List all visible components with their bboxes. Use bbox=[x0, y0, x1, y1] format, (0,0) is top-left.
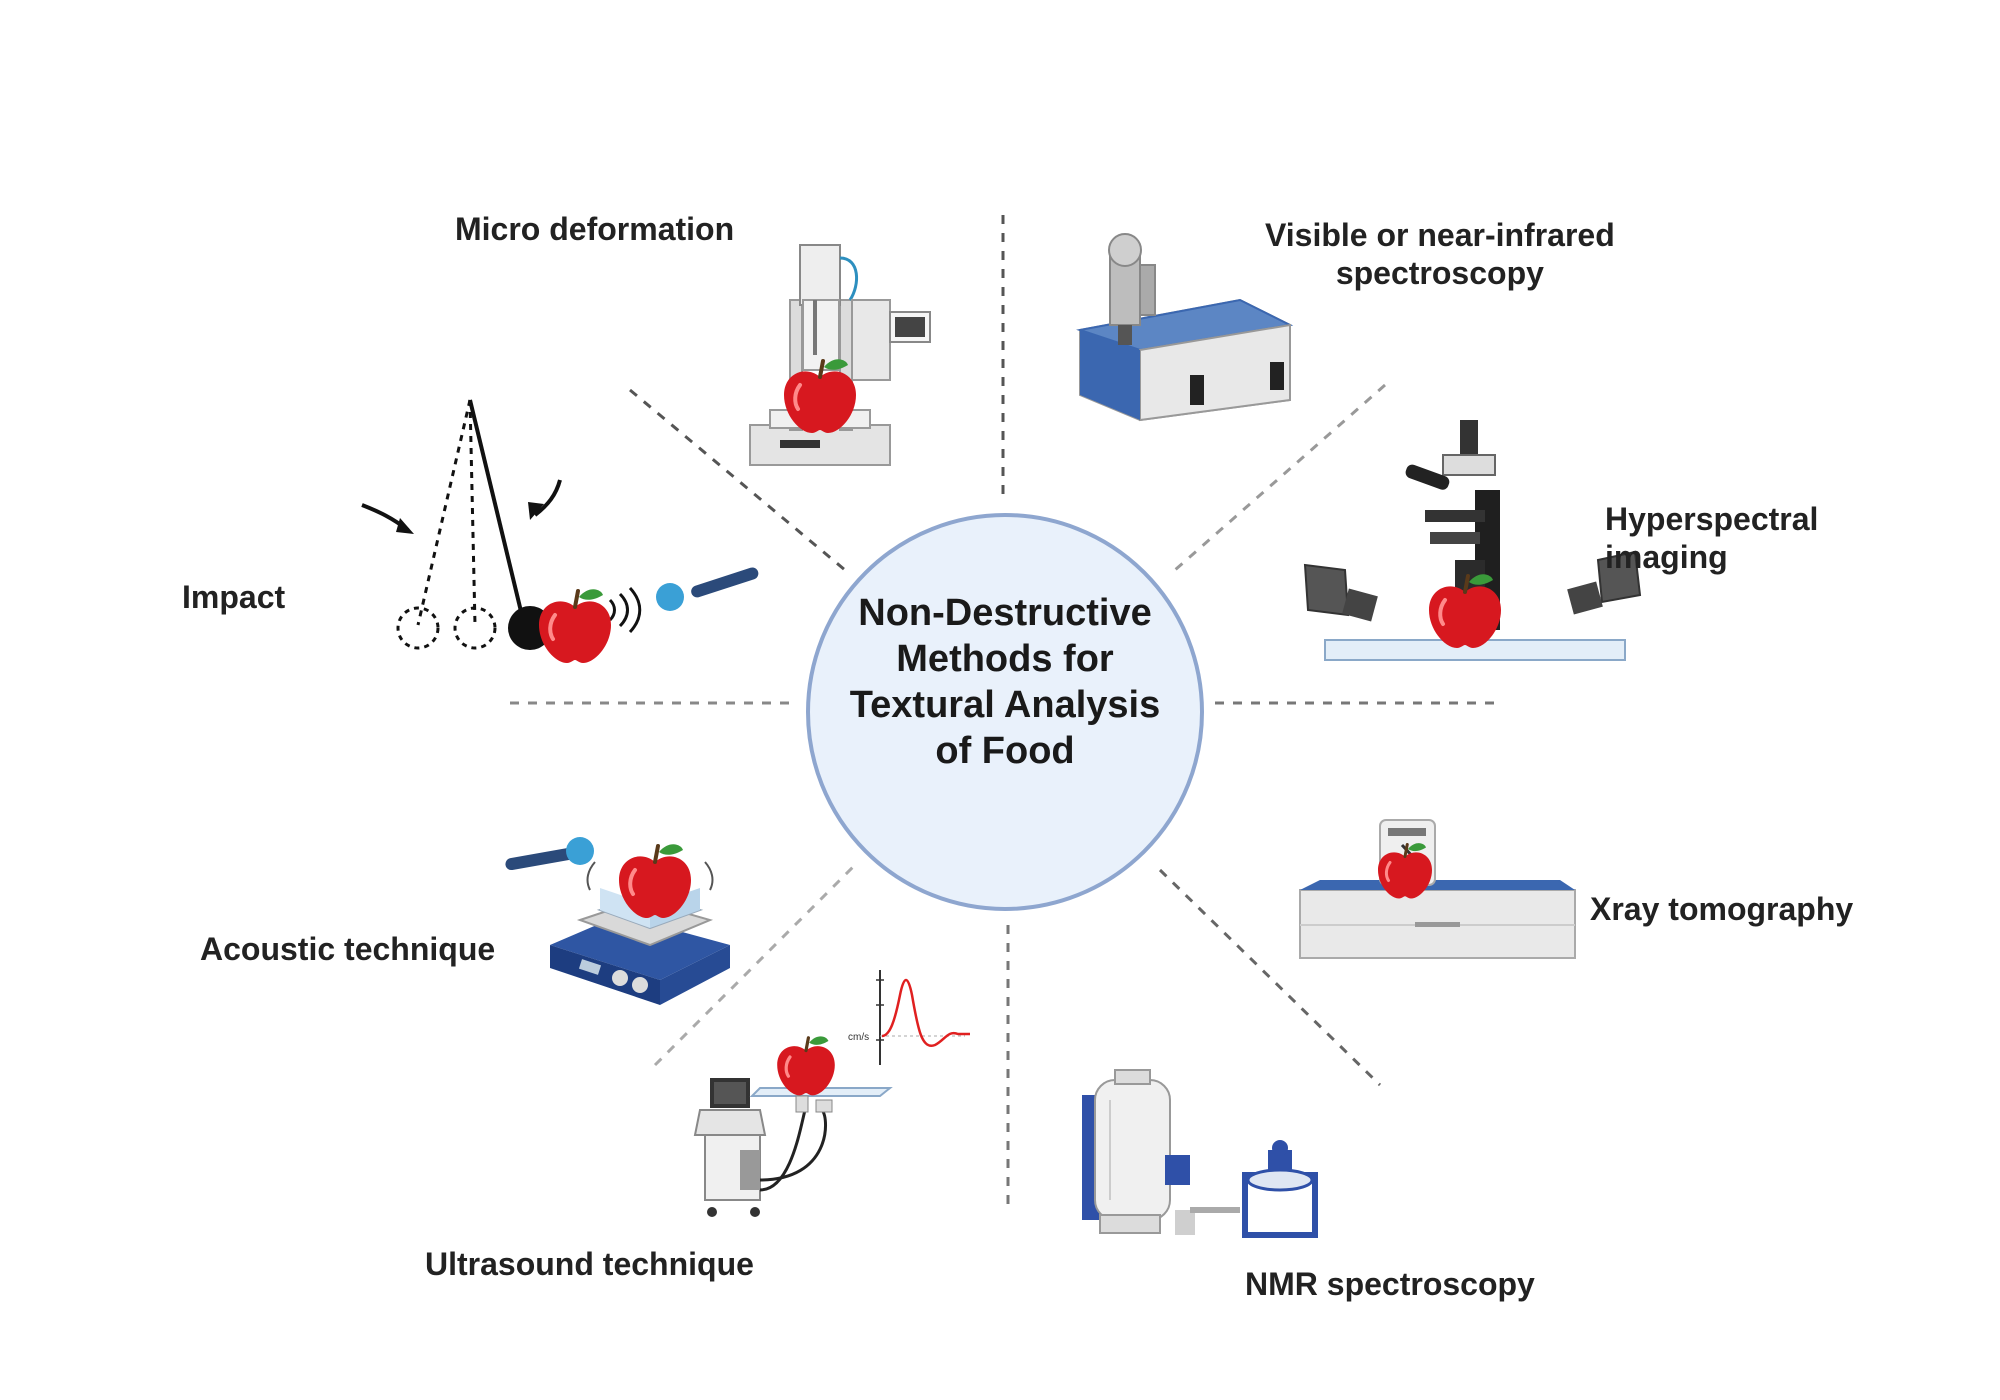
label-nir-spectroscopy: Visible or near-infrared spectroscopy bbox=[1265, 216, 1615, 292]
divider-top-right bbox=[1174, 383, 1386, 572]
label-nir-line-1: Visible or near-infrared bbox=[1265, 217, 1615, 253]
spectrometer-icon bbox=[1076, 233, 1294, 422]
graph-unit-label: cm/s bbox=[848, 1032, 869, 1043]
apple-icon bbox=[775, 1034, 837, 1098]
pendulum-icon bbox=[361, 399, 642, 665]
apple-icon bbox=[537, 587, 613, 665]
center-title-line-4: of Food bbox=[935, 730, 1075, 772]
label-ultrasound-technique: Ultrasound technique bbox=[425, 1246, 754, 1282]
xray-scanner-icon bbox=[1299, 819, 1576, 959]
label-hyperspectral-line-2: imaging bbox=[1605, 539, 1728, 575]
shaker-icon bbox=[550, 842, 730, 1005]
divider-bottom-right bbox=[1158, 868, 1382, 1087]
label-hyperspectral-imaging: Hyperspectral imaging bbox=[1605, 500, 1818, 576]
label-acoustic-technique: Acoustic technique bbox=[200, 931, 496, 967]
microphone-icon bbox=[656, 567, 759, 611]
ultrasound-machine-icon bbox=[693, 1034, 893, 1217]
label-nmr-spectroscopy: NMR spectroscopy bbox=[1245, 1266, 1535, 1302]
signal-curve bbox=[881, 978, 970, 1047]
camera-icon bbox=[1303, 563, 1378, 622]
label-impact: Impact bbox=[182, 579, 286, 615]
label-xray-tomography: Xray tomography bbox=[1590, 891, 1854, 927]
nmr-magnet-icon bbox=[1082, 1069, 1318, 1238]
texture-analyzer-icon bbox=[749, 244, 931, 466]
center-title-line-2: Methods for bbox=[896, 638, 1114, 680]
center-circle bbox=[806, 513, 1204, 911]
label-micro-deformation: Micro deformation bbox=[455, 211, 735, 247]
center-title-line-1: Non-Destructive bbox=[858, 592, 1152, 634]
hyperspectral-setup-icon bbox=[1303, 420, 1642, 661]
center-title: Non-Destructive Methods for Textural Ana… bbox=[830, 590, 1180, 774]
microphone-icon bbox=[505, 837, 594, 871]
label-nir-line-2: spectroscopy bbox=[1335, 255, 1544, 291]
apple-icon bbox=[617, 842, 693, 920]
ultrasound-signal-graph: cm/s bbox=[848, 970, 970, 1065]
camera-icon bbox=[1567, 550, 1642, 615]
divider-bottom-left bbox=[653, 863, 857, 1067]
center-title-line-3: Textural Analysis bbox=[849, 684, 1161, 726]
divider-lines bbox=[510, 215, 1495, 1210]
label-hyperspectral-line-1: Hyperspectral bbox=[1605, 501, 1819, 537]
